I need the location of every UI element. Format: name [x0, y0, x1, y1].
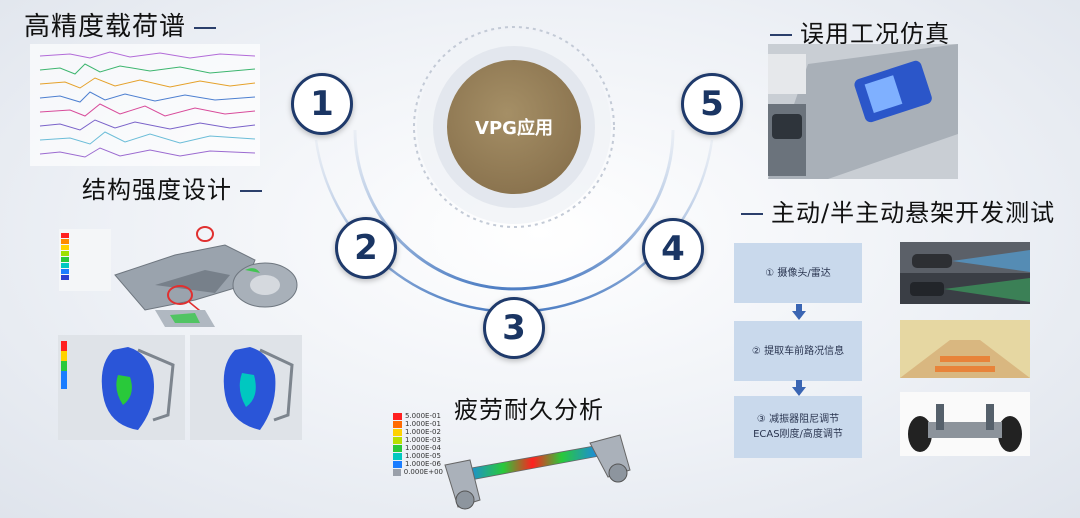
legend-row: 0.000E+00	[393, 468, 443, 476]
chassis-image	[900, 392, 1030, 456]
flow-step-damper-ecas: ③ 减振器阻尼调节 ECAS刚度/高度调节	[734, 396, 862, 458]
title-misuse-sim: 误用工况仿真	[762, 14, 950, 49]
legend-row: 1.000E-01	[393, 420, 443, 428]
title-dash	[240, 190, 262, 192]
title-dash	[770, 34, 792, 36]
legend-row: 1.000E-03	[393, 436, 443, 444]
legend-row: 5.000E-01	[393, 412, 443, 420]
legend-row: 1.000E-05	[393, 452, 443, 460]
flow-step-road-info: ② 提取车前路况信息	[734, 321, 862, 381]
step-badge-4: 4	[642, 218, 704, 280]
title-dash	[194, 26, 217, 29]
subframe-fea-image	[59, 226, 298, 327]
twist-beam-image	[444, 434, 631, 510]
misuse-sim-image	[768, 44, 958, 179]
center-label: VPG应用	[475, 118, 553, 139]
title-load-spectrum: 高精度载荷谱	[24, 6, 224, 43]
sim-scene	[768, 44, 958, 179]
step-badge-3: 3	[483, 297, 545, 359]
title-fatigue: 疲劳耐久分析	[454, 396, 604, 424]
flow-step-camera-radar: ① 摄像头/雷达	[734, 243, 862, 303]
road-info-image	[900, 320, 1030, 378]
step-badge-1: 1	[291, 73, 353, 135]
road-scene	[900, 320, 1030, 378]
flow-arrow-icon	[792, 304, 806, 320]
radar-scene	[900, 242, 1030, 304]
fea-contour-left	[58, 335, 185, 440]
dotted-ring	[413, 26, 615, 228]
car-radar-image	[900, 242, 1030, 304]
legend-row: 1.000E-02	[393, 428, 443, 436]
center-vpg-circle: VPG应用	[447, 60, 581, 194]
title-suspension: 主动/半主动悬架开发测试	[733, 193, 1055, 228]
fea-contour-right	[190, 335, 302, 440]
chassis-scene	[900, 392, 1030, 456]
fatigue-legend: 5.000E-01 1.000E-01 1.000E-02 1.000E-03 …	[393, 412, 443, 476]
legend-row: 1.000E-04	[393, 444, 443, 452]
legend-row: 1.000E-06	[393, 460, 443, 468]
title-structure-design: 结构强度设计	[82, 170, 270, 205]
step-badge-2: 2	[335, 217, 397, 279]
load-spectrum-plot	[30, 44, 260, 166]
flow-arrow-icon	[792, 380, 806, 396]
step-badge-5: 5	[681, 73, 743, 135]
inner-arc	[353, 129, 675, 291]
title-dash	[741, 213, 763, 215]
